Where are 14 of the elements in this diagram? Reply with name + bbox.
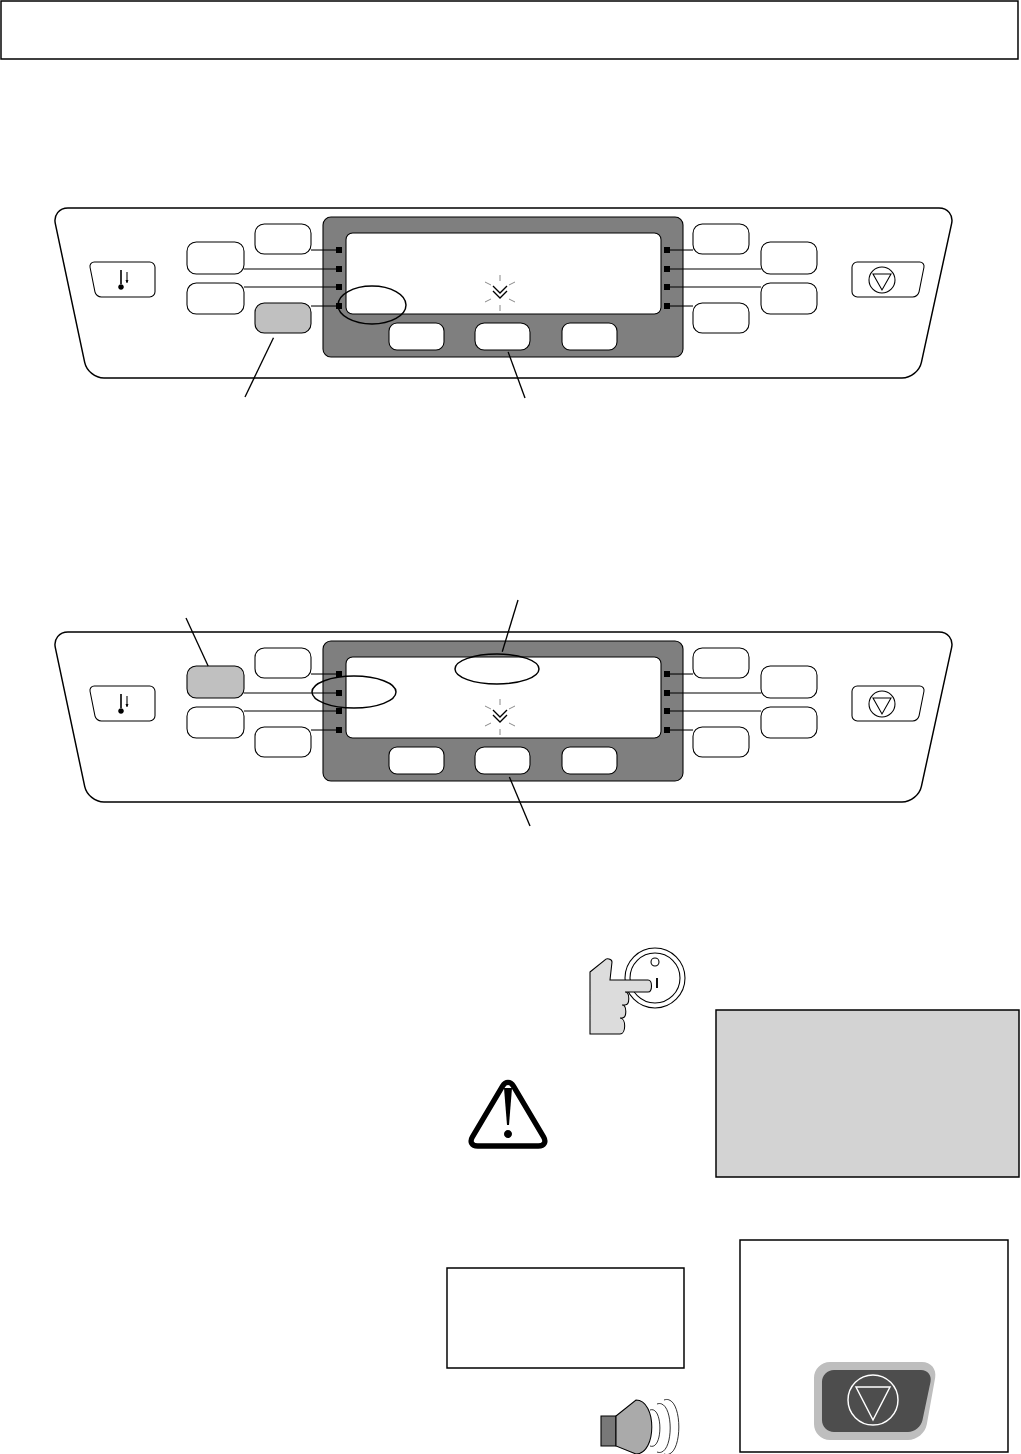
leader-line [244, 337, 275, 398]
button [474, 746, 531, 775]
highlight-ellipse [454, 653, 540, 685]
button [186, 665, 245, 699]
leader-line [508, 776, 531, 827]
framed-box [739, 1239, 1009, 1453]
header-frame [0, 0, 1019, 60]
leader-line [185, 617, 209, 667]
button [254, 302, 312, 334]
empty-box [446, 1267, 685, 1369]
button [474, 322, 531, 351]
leader-line [501, 599, 519, 653]
shaded-box [715, 1009, 1020, 1178]
leader-line [507, 351, 526, 399]
